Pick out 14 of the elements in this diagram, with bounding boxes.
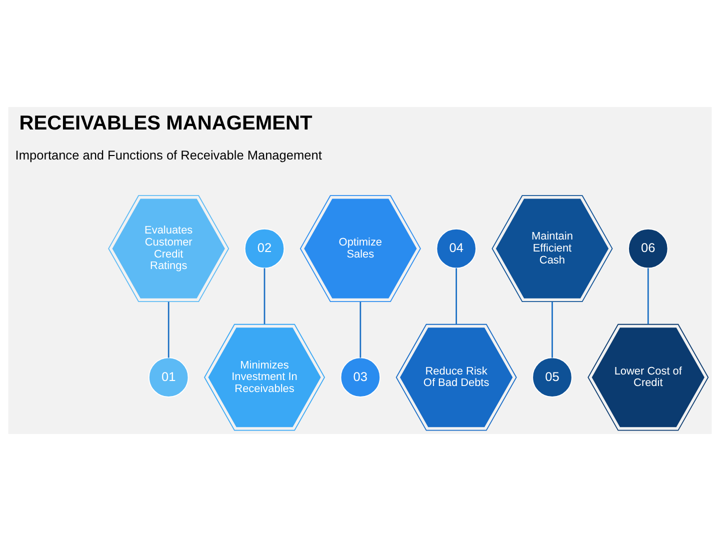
connector [552,301,553,358]
node-circle: 02 [244,228,285,268]
connector [264,268,266,324]
node-circle: 03 [340,356,381,397]
connector [456,268,457,324]
diagram-title: RECEIVABLES MANAGEMENT [19,112,312,134]
connector [168,301,170,358]
connector [360,301,362,358]
node-circle: 06 [628,228,668,268]
connector [647,268,649,324]
node-circle: 01 [148,356,189,397]
node-circle: 04 [436,228,476,268]
node-circle: 05 [532,356,572,397]
label: Importance and Functions of Receivable Management [15,147,322,162]
